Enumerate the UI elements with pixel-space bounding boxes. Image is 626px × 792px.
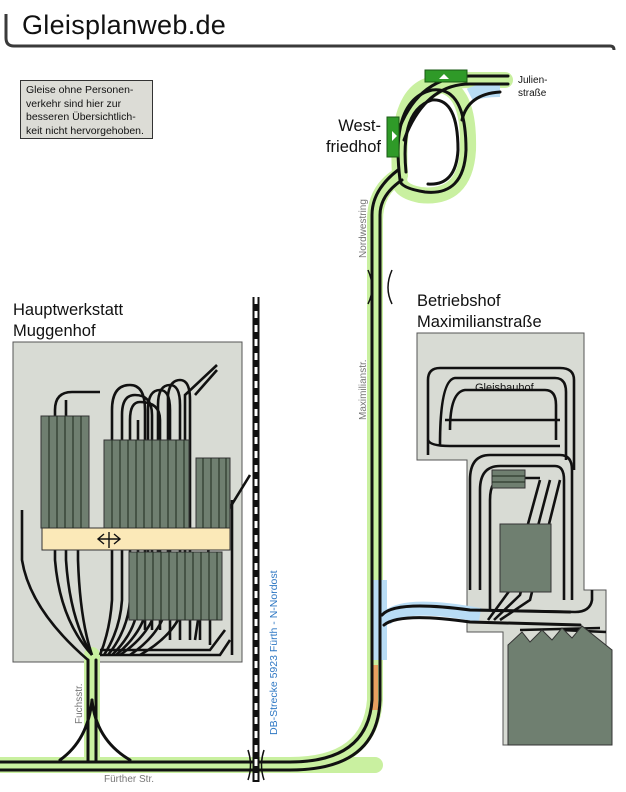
- workshop-building-stripes: [48, 416, 227, 620]
- westfriedhof-label-line2: friedhof: [325, 138, 381, 156]
- betriebshof-label-line2: Maximilianstraße: [417, 313, 542, 331]
- julienstrasse-label-line1: Julien-: [518, 75, 548, 86]
- site-title: Gleisplanweb.de: [22, 10, 227, 40]
- transfer-table: [41, 527, 231, 551]
- betriebshof-label-line1: Betriebshof: [417, 292, 501, 310]
- transfer-table-arrow-icon: [96, 532, 122, 548]
- street-fuchsstr: Fuchsstr.: [74, 683, 85, 724]
- title-underline: [4, 14, 616, 51]
- workshop-hall-right: [195, 457, 231, 529]
- westfriedhof-label-line1: West-: [338, 117, 381, 135]
- street-nordwestring: Nordwestring: [358, 199, 369, 258]
- hauptwerkstatt-label: Hauptwerkstatt Muggenhof: [13, 300, 123, 342]
- street-fuerther-str: Fürther Str.: [104, 774, 155, 785]
- platform-westfriedhof-arrow-icon: [392, 131, 397, 141]
- bridge-fuerther-str: [247, 749, 265, 781]
- betriebshof-label: Betriebshof Maximilianstraße: [417, 291, 542, 333]
- workshop-hall-lower: [128, 551, 223, 621]
- bridge-nordwestring: [367, 269, 393, 305]
- depot-main-hall: [507, 625, 613, 746]
- westfriedhof-label: West- friedhof: [323, 116, 381, 158]
- hauptwerkstatt-label-line2: Muggenhof: [13, 322, 96, 340]
- db-line-label: DB-Strecke 5923 Fürth - N-Nordost: [268, 570, 280, 735]
- depot-hall: [499, 523, 552, 593]
- main-tracks: [0, 74, 582, 772]
- gleisbauhof-label: Gleisbauhof: [475, 382, 534, 394]
- platforms: [386, 69, 468, 158]
- street-maximilianstr: Maximilianstr.: [358, 359, 369, 420]
- workshop-hall-center: [103, 439, 190, 529]
- depot-shed: [491, 469, 526, 489]
- platform-julienstrasse-arrow-icon: [439, 74, 449, 79]
- legend-note: Gleise ohne Personen-verkehr sind hier z…: [20, 80, 153, 139]
- hauptwerkstatt-label-line1: Hauptwerkstatt: [13, 301, 124, 319]
- julienstrasse-label-line2: straße: [518, 88, 547, 99]
- depot-buildings: [491, 469, 613, 746]
- depot-shed-stripes: [492, 475, 525, 483]
- julienstrasse-label: Julien- straße: [518, 74, 547, 100]
